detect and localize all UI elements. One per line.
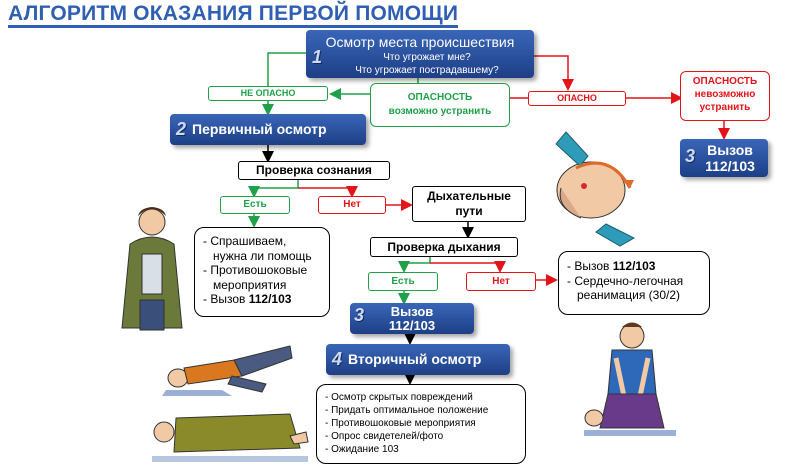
danger-unfixable-line3: устранить [699, 102, 751, 113]
secondary-action-item: - Придать оптимальное положение [325, 405, 489, 416]
cpr-actions-box: - Вызов 112/103 - Сердечно-легочная реан… [558, 251, 710, 315]
airway-box: Дыхательные пути [412, 186, 526, 222]
secondary-actions-box: - Осмотр скрытых повреждений - Придать о… [316, 384, 526, 464]
step1-scene-inspection: 1 Осмотр места происшествия Что угрожает… [306, 30, 534, 78]
step1-question1: Что угрожает мне? [383, 52, 471, 63]
step4-number: 4 [332, 349, 343, 369]
cpr-action-line1: - Вызов 112/103 [567, 259, 656, 273]
call-top-number: 3 [685, 146, 696, 166]
breathing-yes-label: Есть [368, 272, 438, 291]
recovery-position-illustration [162, 345, 293, 396]
conscious-action-line3: - Противошоковые [203, 263, 308, 277]
secondary-actions-list: - Осмотр скрытых повреждений - Придать о… [317, 385, 525, 456]
danger-fixable-line1: ОПАСНОСТЬ [407, 92, 473, 103]
conscious-action-line2: нужна ли помощь [213, 248, 312, 263]
call-mid-line2: 112/103 [388, 318, 436, 333]
conscious-action-line5: - Вызов 112/103 [203, 292, 292, 306]
call-emergency-mid: 3 Вызов 112/103 [350, 303, 474, 334]
airway-line1: Дыхательные [427, 189, 511, 203]
secondary-action-item: - Противошоковые мероприятия [325, 418, 476, 429]
call-mid-line1: Вызов [390, 304, 434, 319]
step2-primary-exam: 2 Первичный осмотр [170, 114, 366, 145]
danger-unfixable-line1: ОПАСНОСТЬ [692, 76, 758, 87]
person-blanket-illustration [121, 207, 183, 331]
cpr-action-line2: - Сердечно-легочная [567, 273, 684, 288]
step2-number: 2 [176, 119, 187, 139]
conscious-action-line1: - Спрашиваем, [203, 234, 287, 248]
person-under-blanket-illustration [152, 413, 309, 462]
call-emergency-top: 3 Вызов 112/103 [680, 139, 768, 177]
conscious-yes-label: Есть [220, 196, 290, 214]
step1-number: 1 [312, 47, 323, 67]
step2-label: Первичный осмотр [192, 121, 327, 137]
call-mid-number: 3 [354, 305, 365, 325]
airway-head-tilt-illustration [555, 131, 636, 247]
conscious-actions-box: - Спрашиваем, нужна ли помощь - Противош… [194, 227, 330, 317]
airway-line2: пути [455, 204, 483, 218]
conscious-action-line4: мероприятия [213, 277, 287, 292]
consciousness-check: Проверка сознания [238, 161, 390, 180]
step1-question2: Что угрожает пострадавшему? [355, 65, 499, 76]
danger-fixable-line2: возможно устранить [388, 106, 492, 117]
step1-label: Осмотр места происшествия [325, 34, 515, 50]
danger-fixable-box: ОПАСНОСТЬ возможно устранить [370, 83, 510, 127]
cpr-illustration [584, 322, 676, 436]
not-dangerous-label: НЕ ОПАСНО [208, 86, 328, 101]
page-title: АЛГОРИТМ ОКАЗАНИЯ ПЕРВОЙ ПОМОЩИ [8, 2, 459, 28]
step4-secondary-exam: 4 Вторичный осмотр [326, 344, 510, 375]
conscious-no-label: Нет [318, 196, 386, 214]
step4-label: Вторичный осмотр [348, 351, 482, 367]
secondary-action-item: - Ожидание 103 [325, 444, 399, 455]
breathing-check: Проверка дыхания [370, 237, 518, 257]
danger-unfixable-box: ОПАСНОСТЬ невозможно устранить [680, 71, 770, 121]
call-top-line2: 112/103 [705, 158, 755, 174]
secondary-action-item: - Опрос свидетелей/фото [325, 431, 444, 442]
cpr-action-line3: реанимация (30/2) [577, 288, 681, 302]
dangerous-label: ОПАСНО [528, 91, 626, 106]
secondary-action-item: - Осмотр скрытых повреждений [325, 392, 473, 403]
danger-unfixable-line2: невозможно [694, 89, 756, 100]
breathing-no-label: Нет [466, 272, 536, 291]
call-top-line1: Вызов [707, 142, 753, 158]
